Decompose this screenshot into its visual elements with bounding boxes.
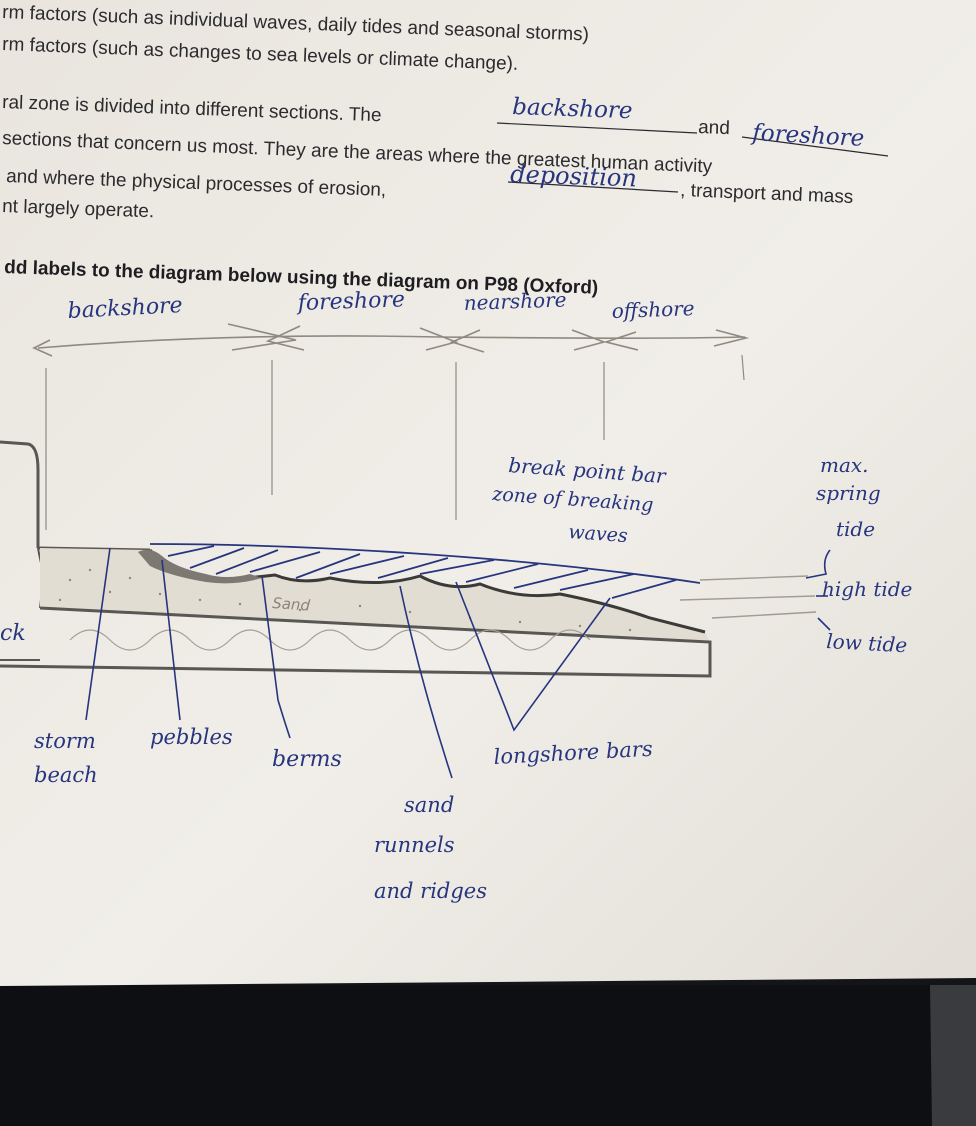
arrow-head-nearshore-left (449, 329, 485, 353)
zone-label-offshore: offshore (611, 296, 695, 323)
zone-arrow-line (37, 335, 746, 349)
pointer-longshore-bars (455, 581, 611, 732)
blank-1-answer: backshore (512, 94, 633, 124)
arrow-head-foreshore-right (419, 327, 459, 351)
desk-shadow (0, 985, 976, 1126)
handwritten-blanks: backshore foreshore deposition (510, 94, 865, 192)
coastal-profile-diagram: Sand (0, 440, 712, 678)
tide-pointers (805, 549, 831, 631)
pointer-max-spring (805, 549, 831, 579)
high-tide-line (679, 595, 816, 601)
zone-labels: backshore foreshore nearshore offshore (67, 287, 695, 324)
pointer-pebbles (161, 559, 181, 721)
sea-hatching (149, 543, 701, 599)
sea-surface-line (149, 543, 701, 584)
breakpoint-line3: waves (568, 521, 629, 547)
arrow-head-offshore-right (713, 329, 750, 347)
pointer-sand-runnels (399, 585, 453, 779)
arrow-head-left (32, 339, 53, 357)
high-tide-label: high tide (822, 577, 912, 601)
storm-beach-label-line2: beach (34, 763, 98, 787)
max-spring-tide-line (699, 575, 809, 581)
sediment-dots (58, 568, 632, 632)
sand-pencil-label: Sand (272, 594, 311, 615)
blank-1-line (496, 122, 698, 134)
paper-edge-under (930, 985, 976, 1126)
pebbles-label: pebbles (150, 725, 233, 749)
cliff-outline (0, 440, 40, 548)
pointer-berms (261, 575, 291, 739)
zone-arrows (32, 323, 750, 530)
zone-label-nearshore: nearshore (463, 287, 567, 315)
right-annotations: max. spring tide high tide low tide (816, 453, 912, 657)
blank-3-answer: deposition (510, 160, 638, 192)
blank-3-line (507, 181, 679, 193)
low-tide-line (711, 611, 817, 619)
bedrock-squiggle (69, 629, 591, 651)
paper-sheet (0, 0, 976, 986)
pointer-storm-beach (85, 547, 111, 721)
tide-annotation-line3: tide (836, 517, 875, 541)
pointer-low-tide (817, 617, 831, 631)
left-fragment-label: ck (0, 621, 26, 646)
sand-runnels-label-line1: sand (404, 793, 454, 817)
low-tide-label: low tide (826, 629, 908, 657)
storm-beach-label-line1: storm (34, 729, 96, 753)
tide-annotation-line1: max. (820, 453, 869, 477)
blank-2-answer: foreshore (750, 120, 865, 152)
arrow-head-backshore-right (227, 323, 297, 351)
label-pointers (85, 547, 611, 779)
tide-lines (679, 575, 817, 619)
sand-runnels-label-line2: runnels (374, 833, 455, 857)
tide-annotation-line2: spring (816, 481, 881, 505)
print-and: and (698, 117, 730, 139)
sand-runnels-label-line3: and ridges (374, 879, 487, 903)
beach-sediment (40, 548, 710, 642)
blank-2-line (741, 136, 889, 157)
bedrock-outline (0, 606, 712, 678)
arrow-head-foreshore-left (265, 325, 305, 351)
divider-end (741, 354, 745, 381)
zone-label-foreshore: foreshore (295, 287, 405, 316)
arrow-head-offshore-left (603, 331, 639, 351)
berms-label: berms (272, 747, 342, 772)
zone-label-backshore: backshore (67, 293, 183, 324)
